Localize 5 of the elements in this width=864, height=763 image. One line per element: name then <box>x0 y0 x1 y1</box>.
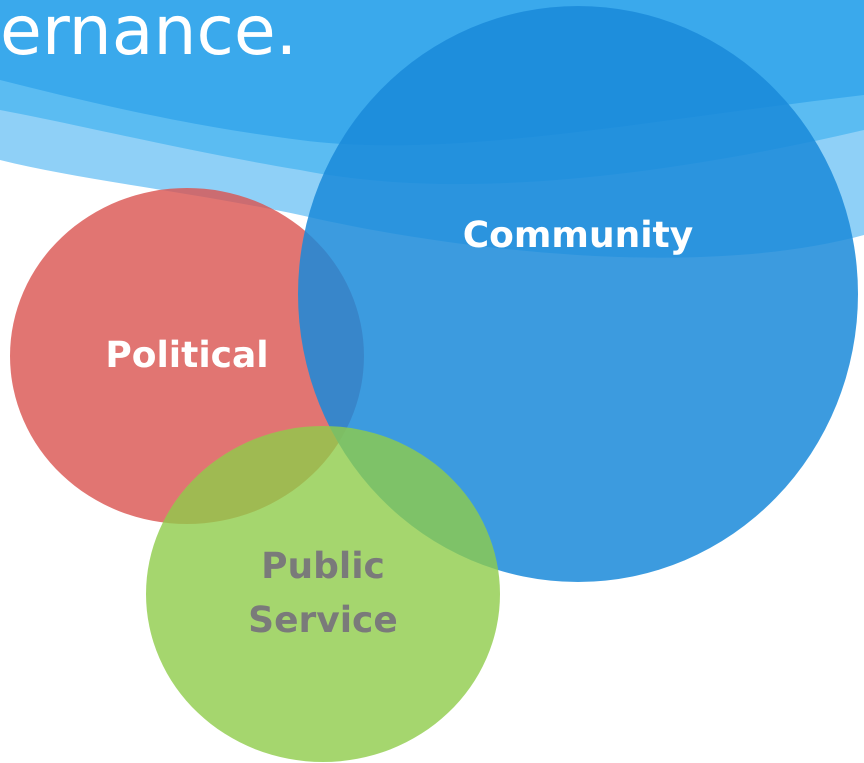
circle-label: Political <box>104 334 270 378</box>
venn-circle <box>146 426 500 762</box>
circle-label: Public Service <box>247 545 399 643</box>
circle-label: Community <box>462 214 694 258</box>
title: ernance. <box>0 0 298 71</box>
